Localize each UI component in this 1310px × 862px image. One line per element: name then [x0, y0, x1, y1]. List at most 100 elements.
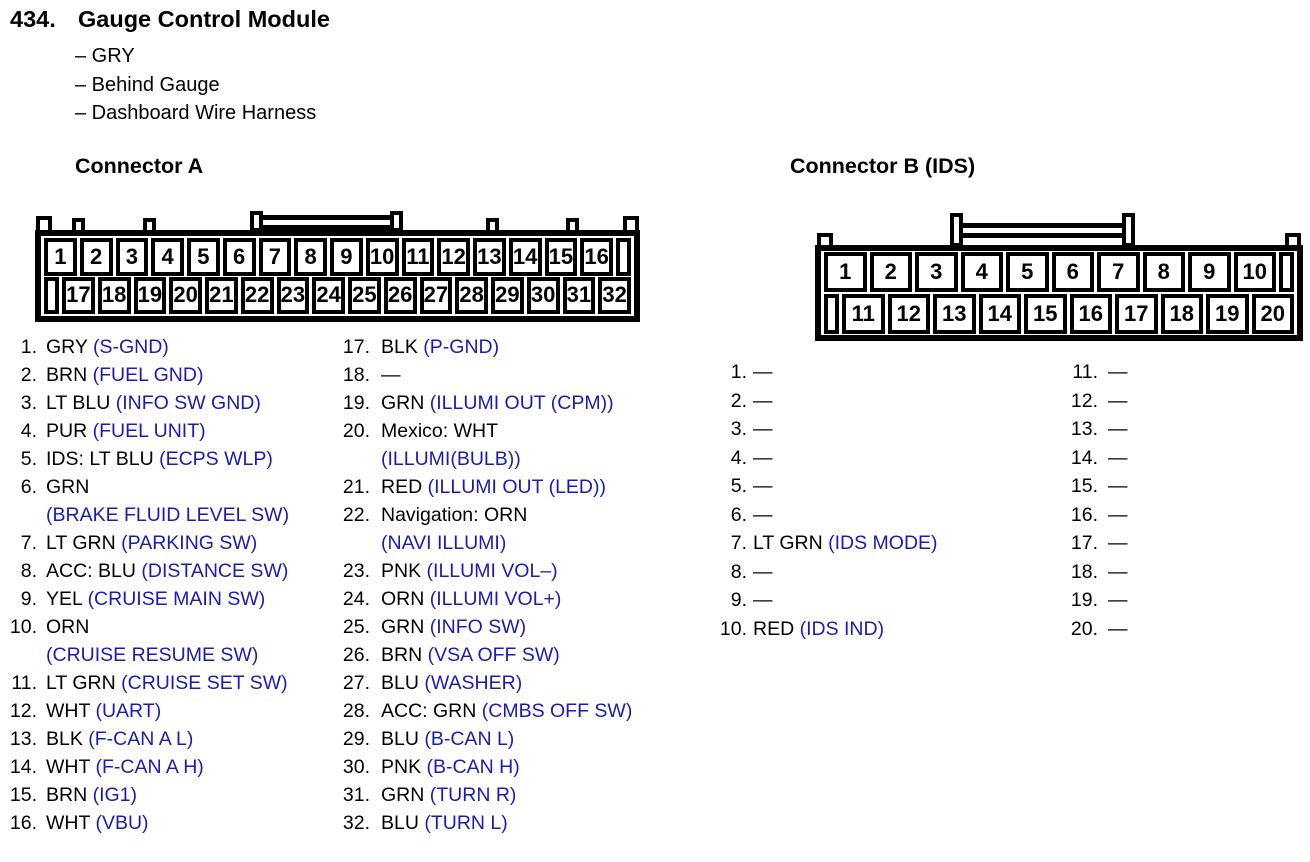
detail-line-harness: – Dashboard Wire Harness	[75, 102, 317, 124]
pin-list-item: 6.—	[700, 501, 1035, 530]
pin-description: BLU (B-CAN L)	[381, 728, 515, 750]
pin-list-item: 29.BLU (B-CAN L)	[328, 725, 673, 753]
pin-list-item: 25.GRN (INFO SW)	[328, 613, 673, 641]
pin-description: RED (IDS IND)	[753, 617, 885, 640]
index-tab	[143, 218, 156, 231]
corner-tab	[623, 216, 639, 231]
pin-description: BRN (VSA OFF SW)	[381, 644, 560, 666]
pin-cell-15: 15	[544, 238, 578, 276]
connector-a-pin-list-col2: 17.BLK (P-GND)18.—19.GRN (ILLUMI OUT (CP…	[328, 333, 673, 837]
detail-line-location: – Behind Gauge	[75, 73, 220, 96]
pin-number: 1.	[20, 336, 37, 358]
pin-cell-3: 3	[915, 252, 958, 292]
pin-cell-22: 22	[240, 276, 274, 314]
pin-number: 5.	[730, 475, 747, 497]
pin-cell-25: 25	[348, 276, 381, 314]
pin-number: 28.	[342, 700, 370, 722]
pin-cell-7: 7	[258, 238, 292, 276]
pin-description: WHT (F-CAN A H)	[46, 756, 204, 778]
pin-description: Mexico: WHT(ILLUMI(BULB))	[381, 420, 521, 470]
section-title: 434. Gauge Control Module	[10, 6, 330, 33]
pin-list-item: 9.—	[700, 586, 1035, 615]
pin-list-item: 1.—	[700, 358, 1035, 387]
pin-number: 11.	[1072, 361, 1098, 383]
detail-line-color: – GRY	[75, 45, 135, 67]
pin-list-item: 21.RED (ILLUMI OUT (LED))	[328, 473, 673, 501]
pin-number: 11.	[11, 672, 37, 694]
pin-description: —	[1108, 446, 1128, 469]
signal-name: (ILLUMI(BULB))	[381, 448, 521, 470]
signal-name: (S-GND)	[92, 336, 169, 358]
pin-number: 12.	[9, 700, 37, 722]
pin-description: GRY (S-GND)	[46, 336, 169, 358]
latch-post	[390, 211, 403, 232]
pin-list-item: 17. BLK (P-GND)	[328, 333, 673, 361]
module-details: – GRY – Behind Gauge – Dashboard Wire Ha…	[75, 42, 316, 128]
pin-number: 30.	[342, 756, 370, 778]
pin-number: 14.	[9, 756, 37, 778]
pin-cell-1: 1	[44, 238, 77, 276]
pin-list-item: 7.LT GRN (IDS MODE)	[700, 529, 1035, 558]
pin-number: 18.	[342, 364, 370, 386]
pin-number: 8.	[730, 560, 747, 583]
pin-cell-18: 18	[1160, 294, 1203, 334]
pin-list-item: 13.BLK (F-CAN A L)	[0, 725, 330, 753]
pin-number: 16.	[9, 812, 37, 834]
pin-number: 15.	[9, 784, 37, 806]
blank-cell	[44, 276, 59, 314]
pin-cell-20: 20	[169, 276, 202, 314]
pin-cell-9: 9	[1188, 252, 1231, 292]
pin-number: 14.	[1070, 446, 1098, 469]
pin-cell-5: 5	[1006, 252, 1049, 292]
blank-cell	[616, 238, 631, 276]
pin-cell-19: 19	[1206, 294, 1249, 334]
pin-cell-14: 14	[978, 294, 1021, 334]
pin-list-item: 26.BRN (VSA OFF SW)	[328, 641, 673, 669]
signal-name: (B-CAN L)	[424, 728, 515, 750]
pin-description: —	[1108, 617, 1128, 640]
pin-cell-6: 6	[1051, 252, 1094, 292]
pin-list-item: 15.BRN (IG1)	[0, 781, 330, 809]
signal-name: (BRAKE FLUID LEVEL SW)	[46, 504, 290, 526]
pin-cell-7: 7	[1097, 252, 1140, 292]
pin-list-item: 12.—	[1040, 387, 1290, 416]
pin-number: 24.	[342, 588, 370, 610]
pin-description: ACC: GRN (CMBS OFF SW)	[381, 700, 633, 722]
connector-b-pin-list-col2: 11.—12.—13.—14.—15.—16.—17.—18.—19.—20.—	[1040, 358, 1290, 643]
pin-cell-18: 18	[97, 276, 131, 314]
pin-list-item: 5.IDS: LT BLU (ECPS WLP)	[0, 445, 330, 473]
latch-bar	[250, 215, 403, 230]
pin-description: —	[1108, 560, 1128, 583]
pin-list-item: 11.LT GRN (CRUISE SET SW)	[0, 669, 330, 697]
signal-name: (FUEL GND)	[92, 364, 204, 386]
pin-number: 17.	[342, 336, 370, 358]
pin-description: —	[1108, 389, 1128, 412]
pin-description: —	[1108, 418, 1128, 440]
latch-post	[950, 213, 963, 247]
pin-cell-2: 2	[79, 238, 113, 276]
pin-number: 3.	[730, 418, 747, 440]
pin-list-item: 3. —	[700, 415, 1035, 444]
pin-description: Navigation: ORN(NAVI ILLUMI)	[381, 504, 528, 554]
pin-cell-10: 10	[365, 238, 399, 276]
pin-description: —	[753, 361, 773, 383]
pin-list-item: 12.WHT (UART)	[0, 697, 330, 725]
pin-description: BLK (P-GND)	[381, 336, 500, 358]
signal-name: (IDS IND)	[799, 617, 885, 640]
signal-name: (WASHER)	[424, 672, 523, 694]
pin-cell-28: 28	[455, 276, 488, 314]
pin-cell-11: 11	[401, 238, 435, 276]
pin-number: 19.	[342, 392, 370, 414]
signal-name: (UART)	[95, 700, 162, 722]
pin-description: —	[753, 418, 773, 440]
connector-a-heading: Connector A	[75, 154, 204, 178]
signal-name: (VSA OFF SW)	[427, 644, 560, 666]
pin-cell-8: 8	[294, 238, 327, 276]
pin-list-item: 15.—	[1040, 472, 1290, 501]
signal-name: (F-CAN A L)	[88, 728, 194, 750]
